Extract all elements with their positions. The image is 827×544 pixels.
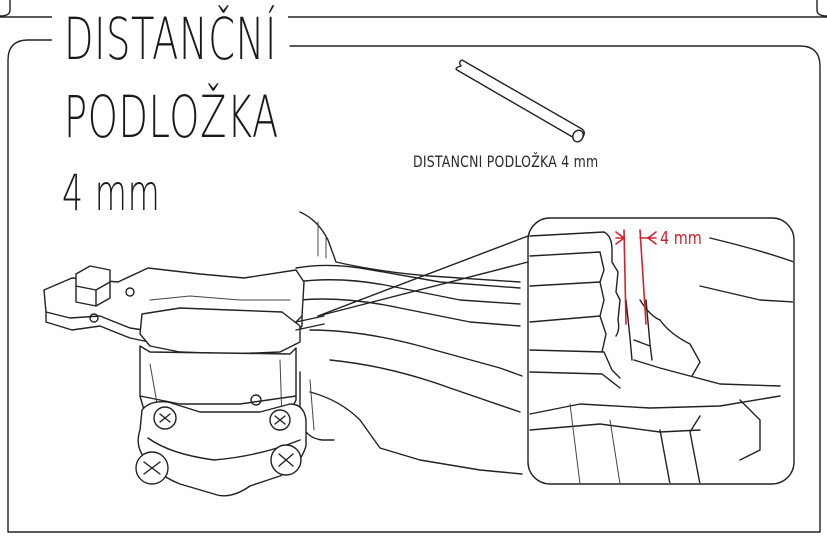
heading-line-2: PODLOŽKA xyxy=(64,83,279,151)
main-frame xyxy=(7,39,821,533)
machine-body xyxy=(295,211,523,475)
zoom-detail xyxy=(527,217,795,485)
spacer-rod-icon xyxy=(455,59,585,143)
dimension-label: 4 mm xyxy=(660,228,702,249)
title-background xyxy=(52,10,288,78)
heading-line-3: 4 mm xyxy=(62,164,161,222)
heading-line-1: DISTANČNÍ xyxy=(64,5,277,73)
top-frame-edge xyxy=(0,0,827,17)
dimension-marker-icon xyxy=(615,229,657,325)
spacer-part-label: DISTANCNI PODLOŽKA 4 mm xyxy=(413,152,599,171)
clamp-assembly xyxy=(43,265,325,497)
